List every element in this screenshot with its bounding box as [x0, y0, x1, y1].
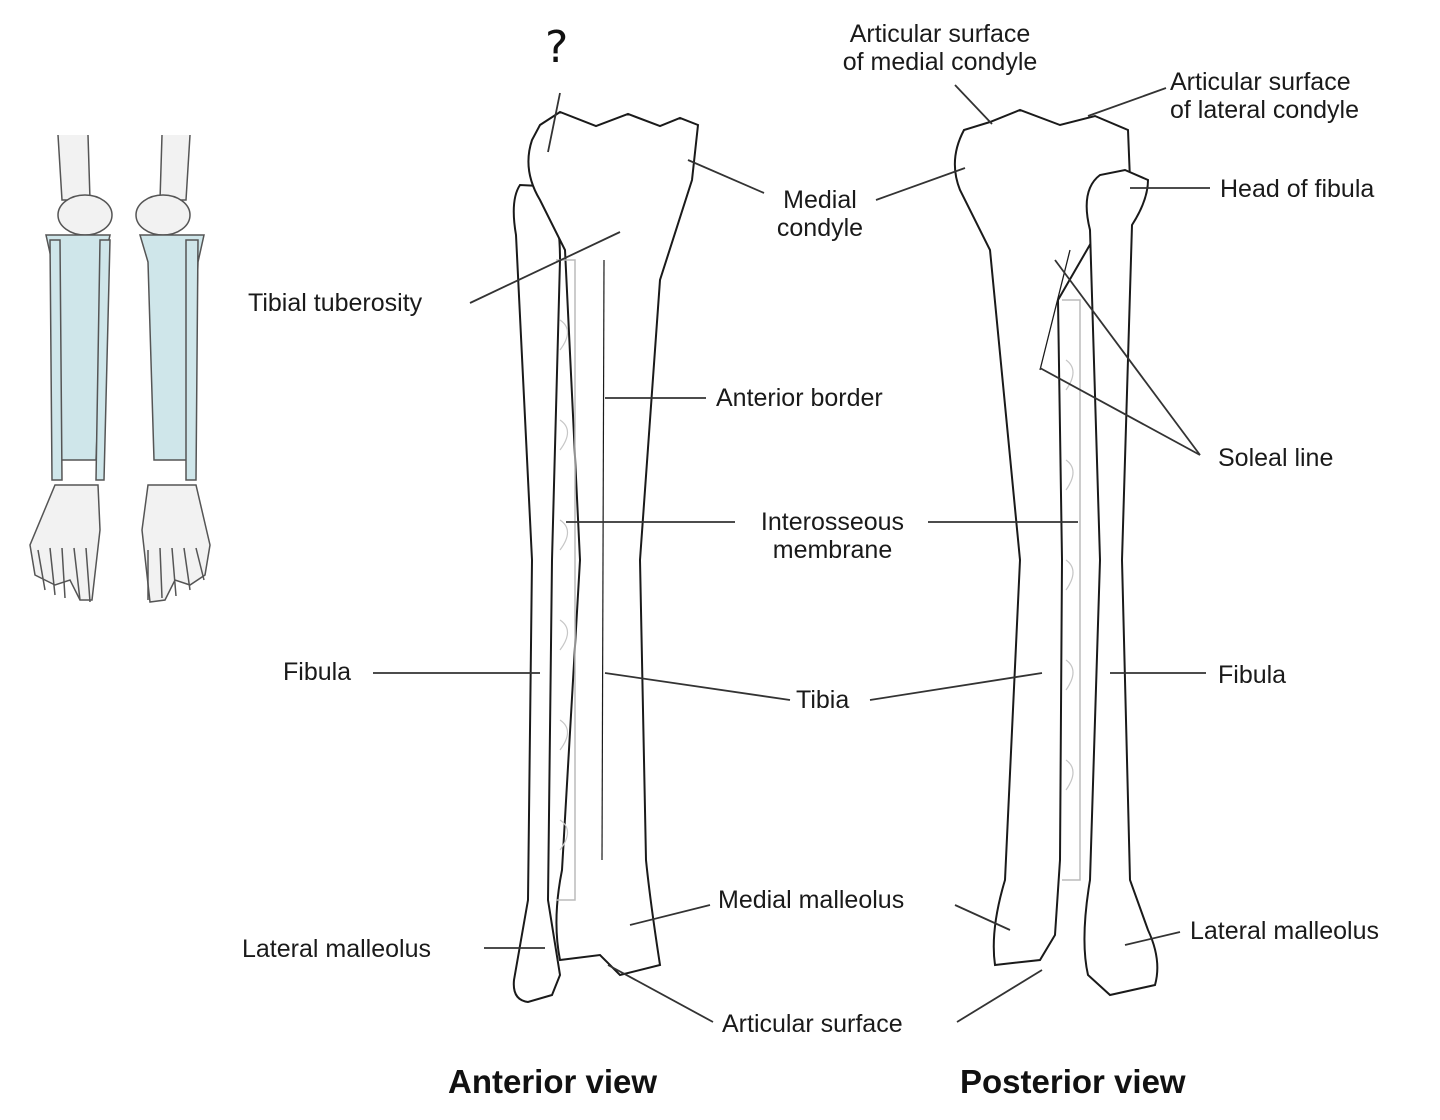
label-lateral-malleolus-left: Lateral malleolus — [242, 935, 431, 963]
label-fibula-right: Fibula — [1218, 661, 1287, 689]
posterior-bones — [953, 108, 1159, 997]
label-medial-condyle: Medial condyle — [776, 186, 864, 242]
anterior-fibula — [512, 183, 562, 1004]
anterior-bones — [512, 110, 700, 1004]
label-anterior-border: Anterior border — [716, 384, 883, 412]
posterior-view-title: Posterior view — [960, 1063, 1186, 1100]
label-tibial-tuberosity: Tibial tuberosity — [248, 289, 423, 317]
label-soleal-line: Soleal line — [1218, 444, 1334, 472]
anterior-view-title: Anterior view — [448, 1063, 658, 1100]
posterior-fibula — [1083, 168, 1159, 997]
label-tibia: Tibia — [796, 686, 850, 714]
label-head-of-fibula: Head of fibula — [1220, 175, 1375, 203]
inset-leg-thumbnail — [29, 134, 211, 603]
label-articular-surface: Articular surface — [722, 1010, 903, 1038]
anterior-tibia — [527, 110, 700, 977]
label-lateral-malleolus-right: Lateral malleolus — [1190, 917, 1379, 945]
label-fibula-left: Fibula — [283, 658, 352, 686]
question-mark: ? — [545, 22, 569, 73]
label-articular-surface-lateral-condyle: Articular surface of lateral condyle — [1170, 68, 1360, 124]
label-interosseous-membrane: Interosseous membrane — [760, 508, 905, 564]
leader-lines — [373, 84, 1210, 1023]
label-medial-malleolus: Medial malleolus — [718, 886, 905, 914]
label-articular-surface-medial-condyle: Articular surface of medial condyle — [842, 20, 1038, 76]
